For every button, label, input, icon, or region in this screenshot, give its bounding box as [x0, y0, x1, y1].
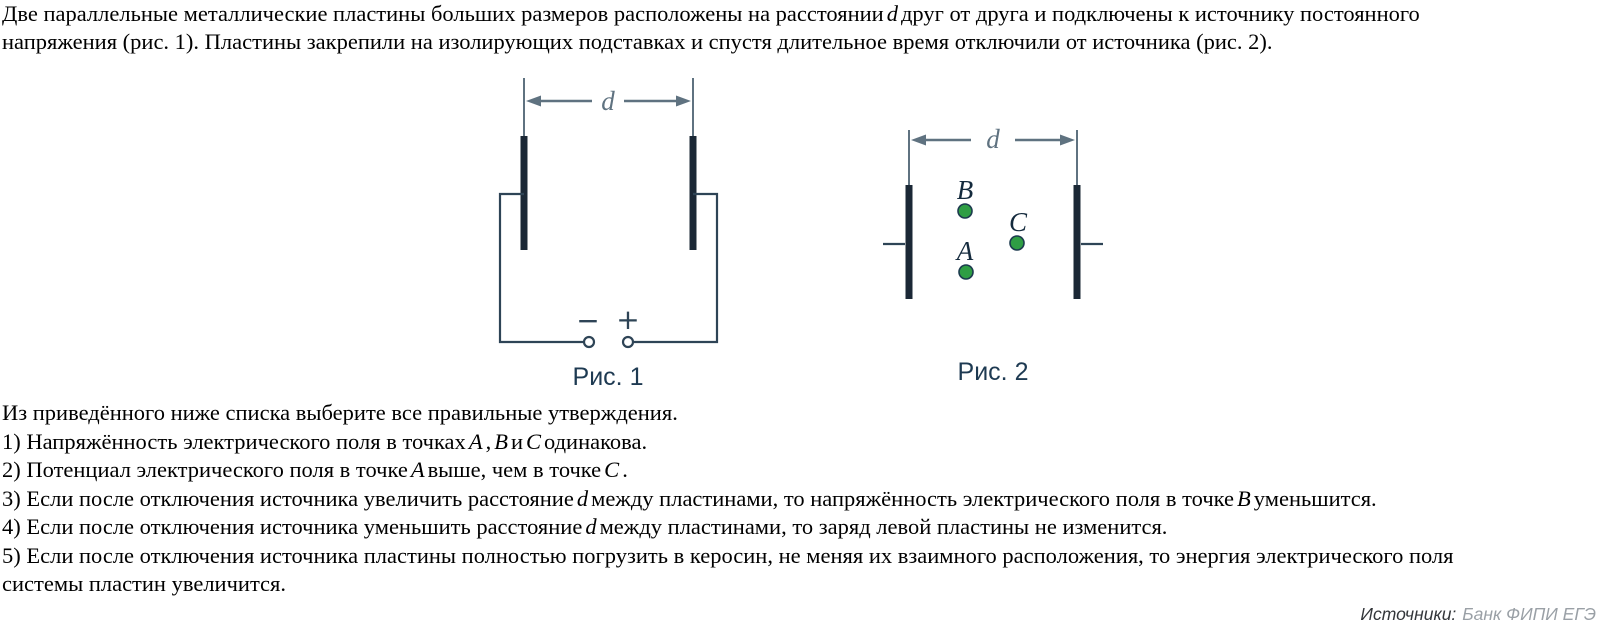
distance-label: d — [986, 124, 1000, 154]
math-variable: B — [494, 428, 508, 454]
math-variable: d — [585, 514, 597, 539]
math-variable: d — [576, 485, 589, 511]
plus-sign: + — [616, 303, 639, 336]
sources-footer: Источники:Банк ФИПИ ЕГЭ — [1360, 604, 1596, 625]
figure-2: d B C A Рис. 2 — [850, 100, 1130, 400]
sources-value: Банк ФИПИ ЕГЭ — [1462, 604, 1596, 624]
text-line: 2) Потенциал электрического поля в точке… — [2, 456, 1600, 485]
point-c-dot — [1009, 235, 1025, 251]
text-line: 5) Если после отключения источника пласт… — [2, 542, 1600, 571]
text-line: напряжения (рис. 1). Пластины закрепили … — [2, 28, 1600, 56]
text-line: 1) Напряжённость электрического поля в т… — [2, 428, 1600, 457]
arrowhead-left-icon — [526, 95, 541, 107]
text-segment: 1) Напряжённость электрического поля в т… — [2, 428, 466, 454]
text-segment: и — [510, 428, 523, 454]
text-segment: между пластинами, то напряжённость элект… — [591, 485, 1235, 511]
text-line: 3) Если после отключения источника увели… — [2, 485, 1600, 514]
negative-terminal-icon — [582, 335, 596, 349]
point-a-dot — [958, 264, 974, 280]
math-variable: A — [468, 428, 483, 454]
figure-2-diagram: d B C A Рис. 2 — [883, 124, 1103, 386]
text-line: Из приведённого ниже списка выберите все… — [2, 399, 1600, 428]
figure-1: d − + Рис. 1 — [440, 70, 790, 400]
arrowhead-right-icon — [1060, 134, 1075, 146]
point-c-label: C — [1009, 207, 1028, 237]
math-variable: C — [604, 457, 620, 482]
text-line: системы пластин увеличится. — [2, 570, 1600, 599]
math-variable: B — [1237, 485, 1251, 511]
text-segment: выше, чем в точке — [427, 457, 602, 482]
text-segment: напряжения (рис. 1). Пластины закрепили … — [2, 29, 1273, 54]
arrowhead-left-icon — [911, 134, 926, 146]
text-segment: 2) Потенциал электрического поля в точке — [2, 457, 408, 482]
text-segment: 5) Если после отключения источника пласт… — [2, 542, 1454, 568]
text-line: 4) Если после отключения источника умень… — [2, 513, 1600, 542]
point-b-label: B — [957, 175, 974, 205]
left-wire — [498, 192, 584, 344]
positive-terminal-icon — [621, 335, 635, 349]
right-wire — [633, 192, 719, 344]
text-segment: Две параллельные металлические пластины … — [2, 1, 884, 26]
text-segment: друг от друга и подключены к источнику п… — [900, 1, 1420, 26]
figure-1-caption: Рис. 1 — [573, 363, 644, 391]
text-segment: . — [622, 457, 628, 482]
text-segment: одинакова. — [544, 428, 648, 454]
problem-intro-paragraph: Две параллельные металлические пластины … — [2, 0, 1600, 56]
figure-1-diagram: d − + Рис. 1 — [498, 78, 719, 391]
sources-label: Источники: — [1360, 604, 1457, 624]
math-variable: d — [886, 1, 898, 26]
minus-sign: − — [576, 304, 599, 337]
arrowhead-right-icon — [676, 95, 691, 107]
math-variable: A — [410, 457, 425, 482]
text-line: Две параллельные металлические пластины … — [2, 0, 1600, 28]
math-variable: C — [525, 428, 541, 454]
text-segment: 3) Если после отключения источника увели… — [2, 485, 574, 511]
text-segment: между пластинами, то заряд левой пластин… — [599, 514, 1168, 539]
distance-label: d — [601, 86, 615, 116]
text-segment: 4) Если после отключения источника умень… — [2, 514, 583, 539]
text-segment: , — [485, 428, 492, 454]
figure-2-caption: Рис. 2 — [958, 358, 1029, 386]
point-b-dot — [957, 203, 973, 219]
text-segment: Из приведённого ниже списка выберите все… — [2, 400, 678, 425]
text-segment: уменьшится. — [1253, 485, 1377, 511]
text-segment: системы пластин увеличится. — [2, 571, 287, 596]
point-a-label: A — [955, 236, 974, 266]
statements-list: Из приведённого ниже списка выберите все… — [2, 399, 1600, 599]
